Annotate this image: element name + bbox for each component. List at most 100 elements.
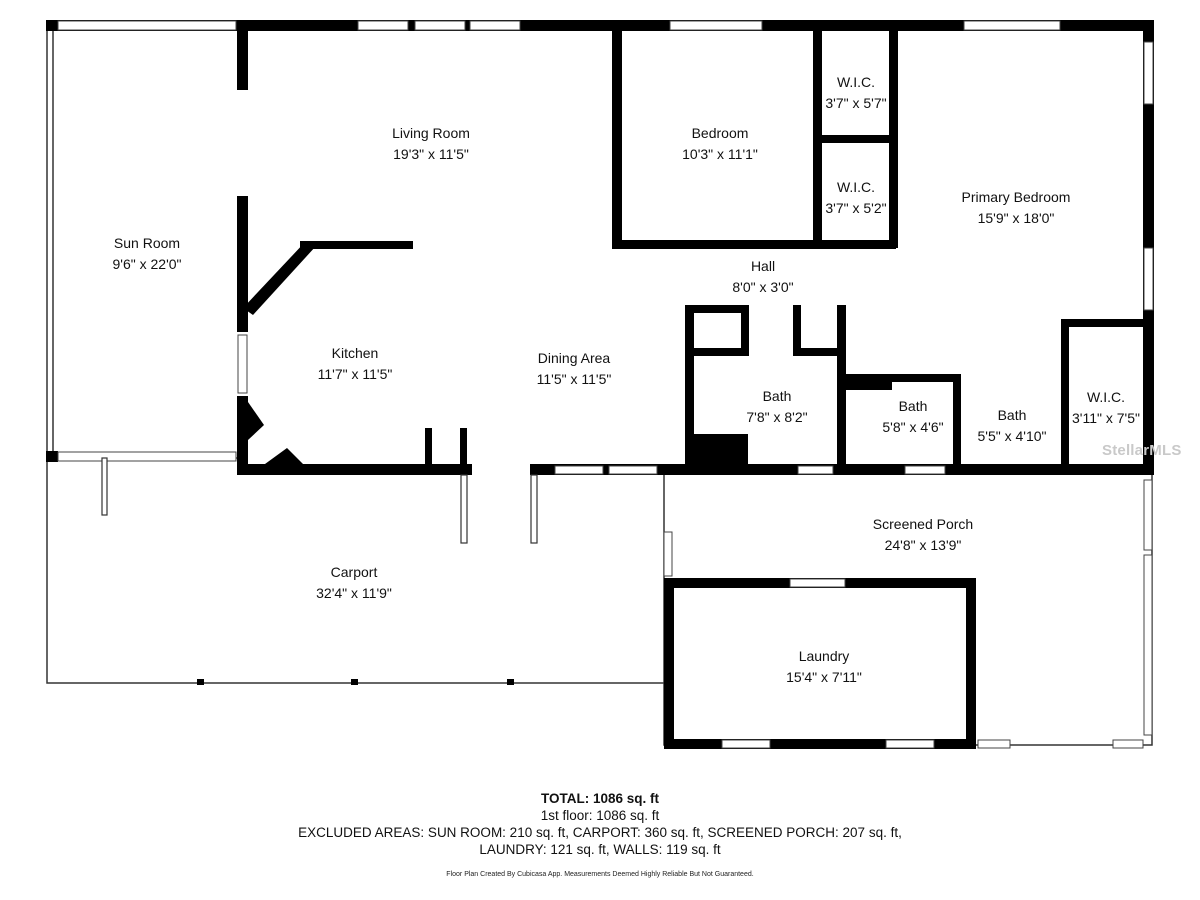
wall-closet1 [741, 305, 749, 355]
room-kitchen: Kitchen 11'7" x 11'5" [318, 343, 393, 385]
wall-bedroom-bottom [612, 240, 896, 249]
room-name: Carport [330, 564, 378, 580]
window-porch-bottom-2 [1112, 739, 1144, 749]
wall-bedroom-left [612, 26, 622, 248]
window-lr-1 [357, 20, 409, 31]
window-kitchen-left [237, 334, 248, 394]
wall-corner-1 [248, 402, 264, 440]
room-name: Dining Area [537, 350, 611, 366]
room-dims: 15'9" x 18'0" [977, 210, 1055, 226]
wall-left-main [237, 20, 248, 90]
window-sun-bottom [57, 451, 237, 462]
watermark-logo: StellarMLS [1102, 442, 1182, 459]
room-dims: 7'8" x 8'2" [746, 409, 808, 425]
room-wic-3: W.I.C. 3'11" x 7'5" [1072, 387, 1140, 429]
window-porch-left [663, 531, 673, 577]
wall-left-main-2 [237, 196, 248, 332]
floor-area: 1st floor: 1086 sq. ft [540, 808, 660, 823]
room-dims: 5'8" x 4'6" [882, 419, 944, 435]
window-dining-2 [608, 465, 658, 475]
room-name: W.I.C. [1086, 389, 1126, 405]
wall-laundry-bottom [664, 739, 976, 749]
credit-note: Floor Plan Created By Cubicasa App. Meas… [446, 871, 754, 878]
room-dining-area: Dining Area 11'5" x 11'5" [537, 348, 612, 390]
room-screened-porch: Screened Porch 24'8" x 13'9" [873, 514, 973, 556]
room-wic-2: W.I.C. 3'7" x 5'2" [825, 177, 886, 219]
wall-wic3-top [1061, 319, 1153, 327]
room-primary-bedroom: Primary Bedroom 15'9" x 18'0" [962, 187, 1071, 229]
room-name: Sun Room [113, 235, 181, 251]
room-dims: 5'5" x 4'10" [977, 428, 1047, 444]
wall-bath1-block [685, 434, 748, 475]
wall-bath1-top [685, 305, 748, 313]
wall-left-main-3 [237, 396, 248, 475]
room-name: Bedroom [691, 125, 749, 141]
room-dims: 15'4" x 7'11" [786, 669, 862, 685]
wall-closet2 [793, 305, 801, 355]
room-bath-3: Bath 5'5" x 4'10" [978, 405, 1047, 447]
room-hall: Hall 8'0" x 3'0" [732, 256, 793, 298]
window-lr-2 [414, 20, 466, 31]
window-sun-top [57, 20, 237, 31]
wall-sunroom-bottom [46, 451, 58, 462]
room-dims: 11'7" x 11'5" [317, 366, 393, 382]
room-bedroom: Bedroom 10'3" x 11'1" [682, 123, 758, 165]
window-porch-bottom [977, 739, 1011, 749]
window-prim-top [963, 20, 1061, 31]
excluded-areas-line-1: EXCLUDED AREAS: SUN ROOM: 210 sq. ft, CA… [298, 825, 902, 840]
post-1 [101, 457, 108, 516]
wall-counter-right [460, 428, 467, 468]
room-dims: 8'0" x 3'0" [732, 279, 794, 295]
wall-laundry-right [966, 578, 976, 748]
wall-top [46, 20, 1154, 31]
room-bath-2: Bath 5'8" x 4'6" [882, 396, 943, 438]
window-dining-1 [554, 465, 604, 475]
room-living-room: Living Room 19'3" x 11'5" [392, 123, 470, 165]
room-name: Kitchen [331, 345, 379, 361]
room-dims: 32'4" x 11'9" [316, 585, 392, 601]
room-dims: 3'7" x 5'7" [825, 95, 887, 111]
wall-bath1-right [837, 305, 846, 475]
wall-bath2-block [846, 376, 892, 390]
room-dims: 10'3" x 11'1" [682, 146, 758, 162]
room-name: Bath [997, 407, 1027, 423]
posts [101, 457, 538, 544]
carport-outline [46, 458, 664, 684]
room-name: Laundry [798, 648, 850, 664]
window-bath2-bottom [904, 465, 946, 475]
post-2 [460, 474, 468, 544]
area-summary: TOTAL: 1086 sq. ft 1st floor: 1086 sq. f… [0, 790, 1200, 858]
wall-bath2-right [953, 374, 961, 475]
room-carport: Carport 32'4" x 11'9" [316, 562, 392, 604]
window-porch-right-2 [1143, 554, 1153, 736]
wall-bath2-top [837, 374, 959, 382]
window-laundry-top [789, 578, 846, 588]
wall-laundry-left [664, 578, 674, 748]
room-dims: 9'6" x 22'0" [112, 256, 182, 272]
wall-corner-2 [265, 448, 303, 464]
window-lr-3 [469, 20, 521, 31]
excluded-areas-line-2: LAUNDRY: 121 sq. ft, WALLS: 119 sq. ft [479, 842, 721, 857]
window-prim-right-2 [1143, 247, 1154, 311]
room-dims: 3'7" x 5'2" [825, 200, 887, 216]
room-wic-1: W.I.C. 3'7" x 5'7" [825, 72, 886, 114]
room-name: Primary Bedroom [961, 189, 1071, 205]
room-dims: 3'11" x 7'5" [1072, 410, 1140, 426]
room-laundry: Laundry 15'4" x 7'11" [786, 646, 862, 688]
room-name: W.I.C. [836, 179, 876, 195]
wall-bottom-main [237, 464, 472, 475]
carport-markers [197, 679, 514, 685]
wall-wic-right [889, 26, 898, 248]
window-prim-right [1143, 41, 1154, 105]
room-dims: 24'8" x 13'9" [884, 537, 962, 553]
room-name: Bath [762, 388, 792, 404]
window-porch-right [1143, 479, 1153, 551]
window-laundry-b1 [721, 739, 771, 749]
wall-closet1-b [685, 348, 749, 356]
windows [57, 20, 1154, 749]
window-bath1-bottom [797, 465, 834, 475]
window-bed-top [669, 20, 763, 31]
room-sun-room: Sun Room 9'6" x 22'0" [113, 233, 182, 275]
room-bath-1: Bath 7'8" x 8'2" [746, 386, 807, 428]
